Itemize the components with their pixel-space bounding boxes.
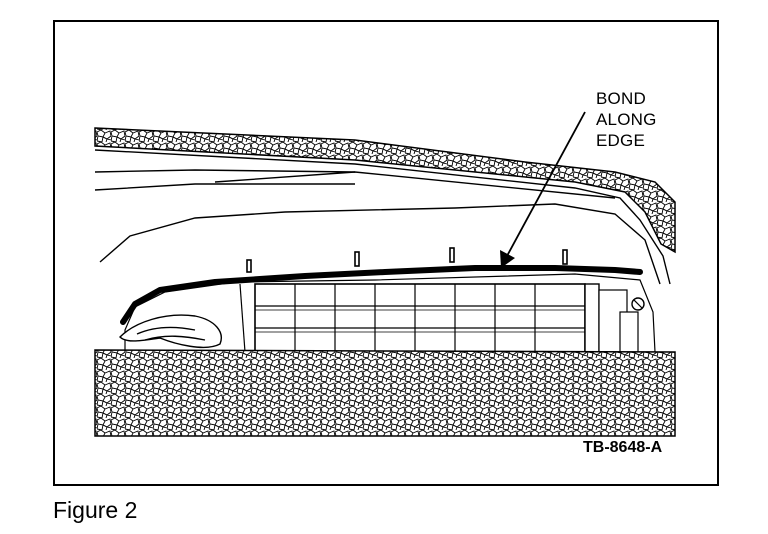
upper-foam-band [94,127,676,254]
illustration [94,111,676,437]
callout-arrow [500,111,586,268]
lower-foam-band [94,349,676,437]
callout-line-3: EDGE [596,131,645,150]
sunroof-panel [124,273,656,353]
callout-label: BOND ALONG EDGE [596,88,657,151]
callout-line-2: ALONG [596,110,657,129]
loose-material [119,314,222,349]
figure-caption: Figure 2 [53,497,138,523]
retainer-clips [246,247,568,273]
bond-edge-line [120,265,643,325]
headliner-contours [94,149,671,285]
callout-line-1: BOND [596,89,646,108]
figure-frame: BOND ALONG EDGE TB-8648-A [53,20,719,486]
reference-code: TB-8648-A [583,439,663,456]
